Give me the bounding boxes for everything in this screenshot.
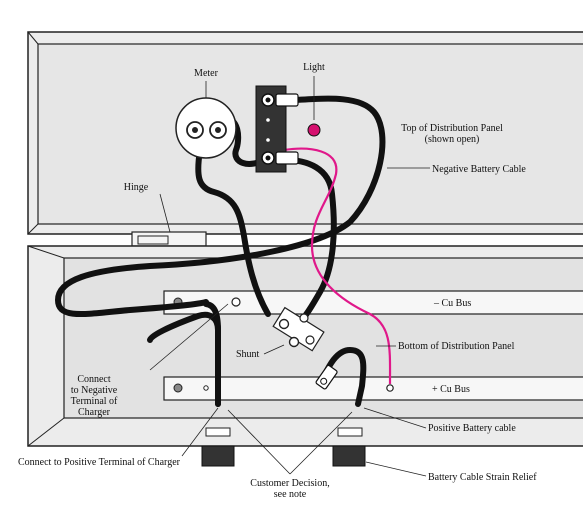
strain-relief-label: Battery Cable Strain Relief [428,472,537,483]
connect-negative-label-3: Terminal of [71,396,118,407]
light-module [255,76,321,173]
leader-lines [149,167,430,477]
connect-negative-label-4: Charger [78,407,111,418]
negative-battery-cable [55,95,386,317]
light-label: Light [303,62,325,73]
connect-negative-label-2: to Negative [71,385,118,396]
customer-decision-label-2: see note [274,489,307,500]
positive-cu-bus [163,376,583,401]
connect-positive-charger-label: Connect to Positive Terminal of Charger [18,457,181,468]
meter [175,81,237,159]
strain-relief-blocks [201,445,366,467]
positive-battery-cable-label: Positive Battery cable [428,423,516,434]
hinge-label: Hinge [124,182,149,193]
bottom-panel-label: Bottom of Distribution Panel [398,341,515,352]
top-panel-label-1: Top of Distribution Panel [401,123,503,134]
positive-bus-label: + Cu Bus [432,384,470,395]
top-panel-label-2: (shown open) [425,134,480,145]
module-to-shunt-cable [273,156,337,325]
indicator-light [307,123,321,137]
shunt-label: Shunt [236,349,260,360]
meter-label: Meter [194,68,219,79]
shunt [272,306,338,390]
meter-to-shunt-cable [195,147,271,317]
cable-slots [205,427,363,437]
connect-negative-label-1: Connect [77,374,111,385]
customer-decision-label-1: Customer Decision, [250,478,329,489]
negative-bus-label: – Cu Bus [433,298,471,309]
pink-wire [283,147,392,385]
labels: Meter Light Top of Distribution Panel (s… [18,62,537,500]
negative-battery-cable-label: Negative Battery Cable [432,164,526,175]
light-to-positive-bus-wire [283,147,392,385]
black-cables [55,95,386,407]
negative-cu-bus [163,290,583,315]
